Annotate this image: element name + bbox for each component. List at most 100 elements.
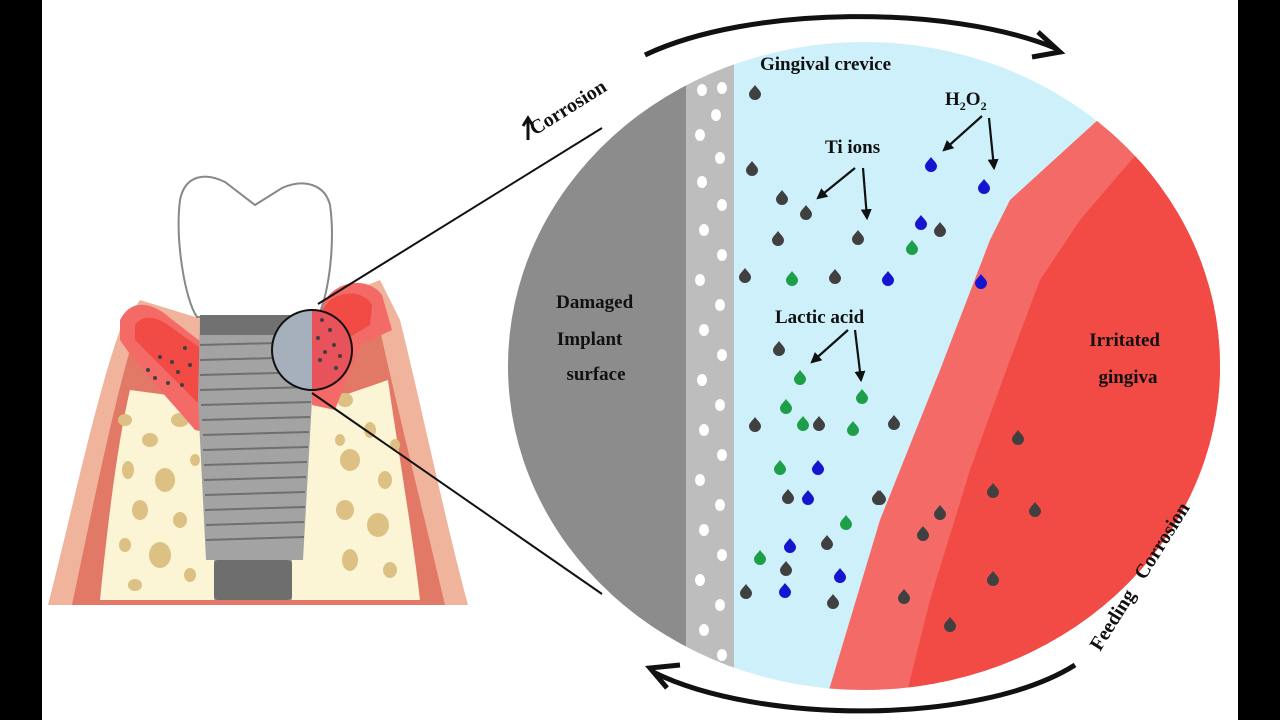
ti-ion xyxy=(872,490,884,505)
arrow-h2o2-2 xyxy=(987,117,999,171)
oxide-pore xyxy=(699,424,709,436)
ti-ion xyxy=(1012,430,1024,445)
ti-ion xyxy=(944,617,956,632)
ti-ion xyxy=(987,483,999,498)
ti-ion xyxy=(1029,502,1041,517)
oxide-pore xyxy=(697,84,707,96)
ti-ion xyxy=(987,571,999,586)
oxide-pore xyxy=(717,449,727,461)
arrow-h2o2-1 xyxy=(942,115,983,152)
letterbox-left xyxy=(0,0,42,720)
oxide-pore xyxy=(699,324,709,336)
oxide-pore xyxy=(715,399,725,411)
lactic-acid-molecule xyxy=(780,399,792,414)
label-lactic-acid: Lactic acid xyxy=(775,307,865,328)
ti-ion xyxy=(821,535,833,550)
oxide-pore xyxy=(695,274,705,286)
arrow-ti-2 xyxy=(860,167,872,221)
lactic-acid-molecule xyxy=(847,421,859,436)
porous-oxide-layer xyxy=(686,42,734,690)
zoom-line-bottom xyxy=(311,392,603,595)
oxide-pore xyxy=(711,109,721,121)
oxide-pore xyxy=(699,624,709,636)
ti-ion xyxy=(746,161,758,176)
inflamed-gingiva-left-core xyxy=(135,317,200,405)
h2o2-molecule xyxy=(802,490,814,505)
ti-ion xyxy=(772,231,784,246)
implant-cross-section xyxy=(48,127,603,605)
cycle-arrow-top xyxy=(643,14,1056,58)
oxide-pore xyxy=(717,349,727,361)
lactic-acid-molecule xyxy=(856,389,868,404)
ti-ion xyxy=(782,489,794,504)
h2o2-molecule xyxy=(975,274,987,289)
ti-ion xyxy=(749,85,761,100)
implant-threads xyxy=(199,341,314,541)
letterbox-right xyxy=(1238,0,1280,720)
label-gingival-crevice: Gingival crevice xyxy=(760,54,891,75)
oxide-pore xyxy=(715,299,725,311)
lactic-acid-molecule xyxy=(906,240,918,255)
ti-ion xyxy=(800,205,812,220)
h2o2-molecule xyxy=(784,538,796,553)
lactic-acid-molecule xyxy=(794,370,806,385)
ti-ion xyxy=(780,561,792,576)
label-ti-ions: Ti ions xyxy=(825,137,880,158)
arrow-lactic-1 xyxy=(810,329,849,364)
bone-pores xyxy=(118,393,400,591)
ti-ion xyxy=(934,222,946,237)
lactic-acid-molecule xyxy=(774,460,786,475)
ti-ion xyxy=(934,505,946,520)
oxide-pore xyxy=(715,599,725,611)
oxide-pores xyxy=(695,82,727,686)
oxide-pore xyxy=(717,649,727,661)
ti-ions-left-gingiva xyxy=(146,346,192,387)
oxide-pore xyxy=(695,129,705,141)
lactic-acid-molecule xyxy=(786,271,798,286)
oxide-pore xyxy=(717,549,727,561)
cycle-arrow-bottom-head xyxy=(645,662,681,690)
ti-ion xyxy=(739,268,751,283)
tooth-crown xyxy=(177,175,333,318)
ti-ion xyxy=(852,230,864,245)
ti-ion xyxy=(888,415,900,430)
oxide-pore xyxy=(717,199,727,211)
arrow-ti-1 xyxy=(816,167,856,200)
h2o2-molecule xyxy=(915,215,927,230)
h2o2-molecule xyxy=(779,583,791,598)
implant-apex xyxy=(214,560,292,600)
oxide-pore xyxy=(715,499,725,511)
oxide-pore xyxy=(699,524,709,536)
label-irritated-gingiva: Irritated gingiva xyxy=(1089,330,1164,388)
ti-ion xyxy=(749,417,761,432)
h2o2-molecule xyxy=(812,460,824,475)
oxide-pore xyxy=(697,176,707,188)
cycle-arrow-top-head xyxy=(1031,30,1066,60)
oxide-pore xyxy=(717,82,727,94)
h2o2-molecule xyxy=(978,179,990,194)
label-h2o2: H2O2 xyxy=(945,89,987,113)
ti-ion xyxy=(829,269,841,284)
ti-ion xyxy=(827,594,839,609)
lactic-acid-molecule xyxy=(797,416,809,431)
particles xyxy=(739,85,1041,632)
zoom-line-top xyxy=(317,127,603,305)
oxide-pore xyxy=(699,224,709,236)
ti-ion xyxy=(773,341,785,356)
oxide-pore xyxy=(695,474,705,486)
magnifier-circle xyxy=(271,309,353,391)
h2o2-molecule xyxy=(882,271,894,286)
h2o2-molecule xyxy=(834,568,846,583)
pointer-arrows xyxy=(810,115,999,383)
up-arrow-icon xyxy=(521,115,535,140)
ti-ion xyxy=(813,416,825,431)
label-damaged-implant-surface: Damaged Implant surface xyxy=(556,292,638,385)
oxide-pore xyxy=(717,249,727,261)
ti-ion xyxy=(740,584,752,599)
cycle-arrow-bottom xyxy=(651,662,1077,714)
oxide-pore xyxy=(715,152,725,164)
ti-ion xyxy=(917,526,929,541)
ti-ion xyxy=(776,190,788,205)
lactic-acid-molecule xyxy=(754,550,766,565)
